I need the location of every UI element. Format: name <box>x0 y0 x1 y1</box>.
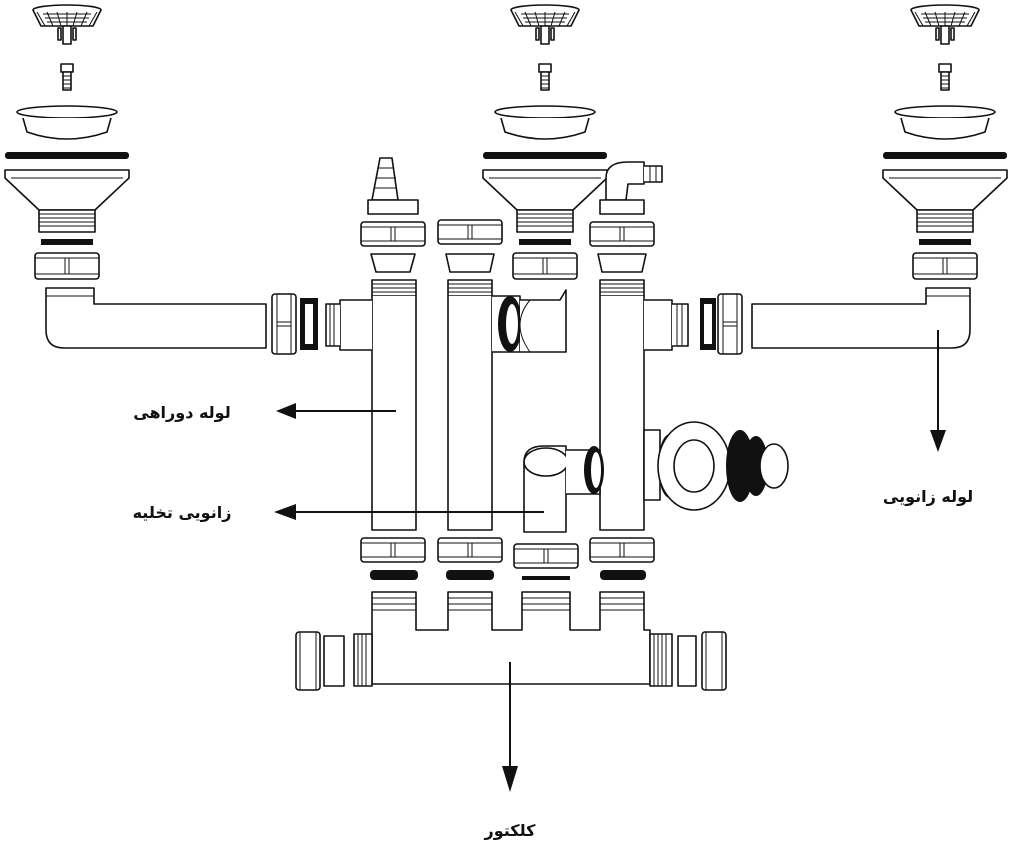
label-two-way-pipe: لوله دوراهی <box>133 403 230 422</box>
overflow-connector-part <box>643 421 789 511</box>
tee-pipe-right <box>589 161 689 531</box>
arrow-collector <box>502 662 518 792</box>
collector-top-fittings <box>360 537 655 580</box>
label-elbow-pipe: لوله زانویی <box>883 487 973 506</box>
arrow-two-way-pipe <box>276 403 396 419</box>
label-collector: کلکتور <box>484 821 537 840</box>
drain-elbow-part <box>523 445 604 533</box>
tee-pipe-left <box>325 157 426 531</box>
tee-pipe-center <box>437 219 567 531</box>
left-strainer-assembly <box>4 4 130 280</box>
arrow-drain-elbow <box>274 504 544 520</box>
arrow-elbow-pipe <box>930 330 946 452</box>
collector-part <box>295 591 727 691</box>
right-elbow-pipe <box>700 287 971 355</box>
label-drain-elbow: زانویی تخلیه <box>133 503 232 522</box>
left-elbow-pipe <box>45 287 318 355</box>
right-strainer-assembly <box>882 4 1008 280</box>
